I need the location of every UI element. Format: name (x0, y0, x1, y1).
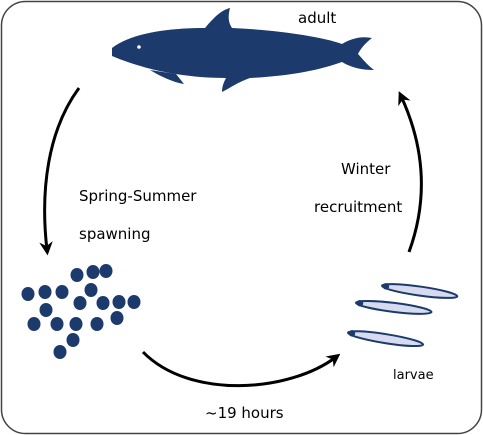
egg (96, 296, 110, 310)
egg (90, 317, 104, 331)
egg (55, 285, 69, 299)
egg (73, 296, 87, 310)
egg (70, 268, 84, 282)
spawning-season-label: Spring-Summer (79, 187, 197, 205)
recruitment-season-label: Winter (341, 160, 391, 178)
egg (99, 264, 113, 278)
egg (112, 295, 126, 309)
spawning-label: spawning (79, 225, 151, 243)
egg (86, 265, 100, 279)
larva-icon (355, 299, 433, 315)
egg (21, 287, 35, 301)
arrow-eggs-to-larvae (141, 350, 341, 388)
egg (110, 311, 124, 325)
arrow-adult-to-eggs (39, 87, 81, 256)
egg (39, 303, 53, 317)
egg-cluster-icon (21, 264, 141, 359)
duration-label: ~19 hours (205, 404, 284, 422)
egg (38, 285, 52, 299)
larva-icon (347, 330, 425, 348)
larva-icon (381, 283, 459, 299)
egg (69, 317, 83, 331)
egg (127, 295, 141, 309)
larvae-group (347, 283, 459, 348)
egg (50, 317, 64, 331)
recruitment-label: recruitment (314, 198, 403, 216)
sardine-icon (112, 8, 374, 92)
larvae-label: larvae (393, 368, 434, 383)
egg (66, 333, 80, 347)
arrow-larvae-to-adult (398, 91, 423, 253)
egg (84, 283, 98, 297)
egg (27, 317, 41, 331)
egg (53, 345, 67, 359)
adult-label: adult (298, 9, 337, 27)
